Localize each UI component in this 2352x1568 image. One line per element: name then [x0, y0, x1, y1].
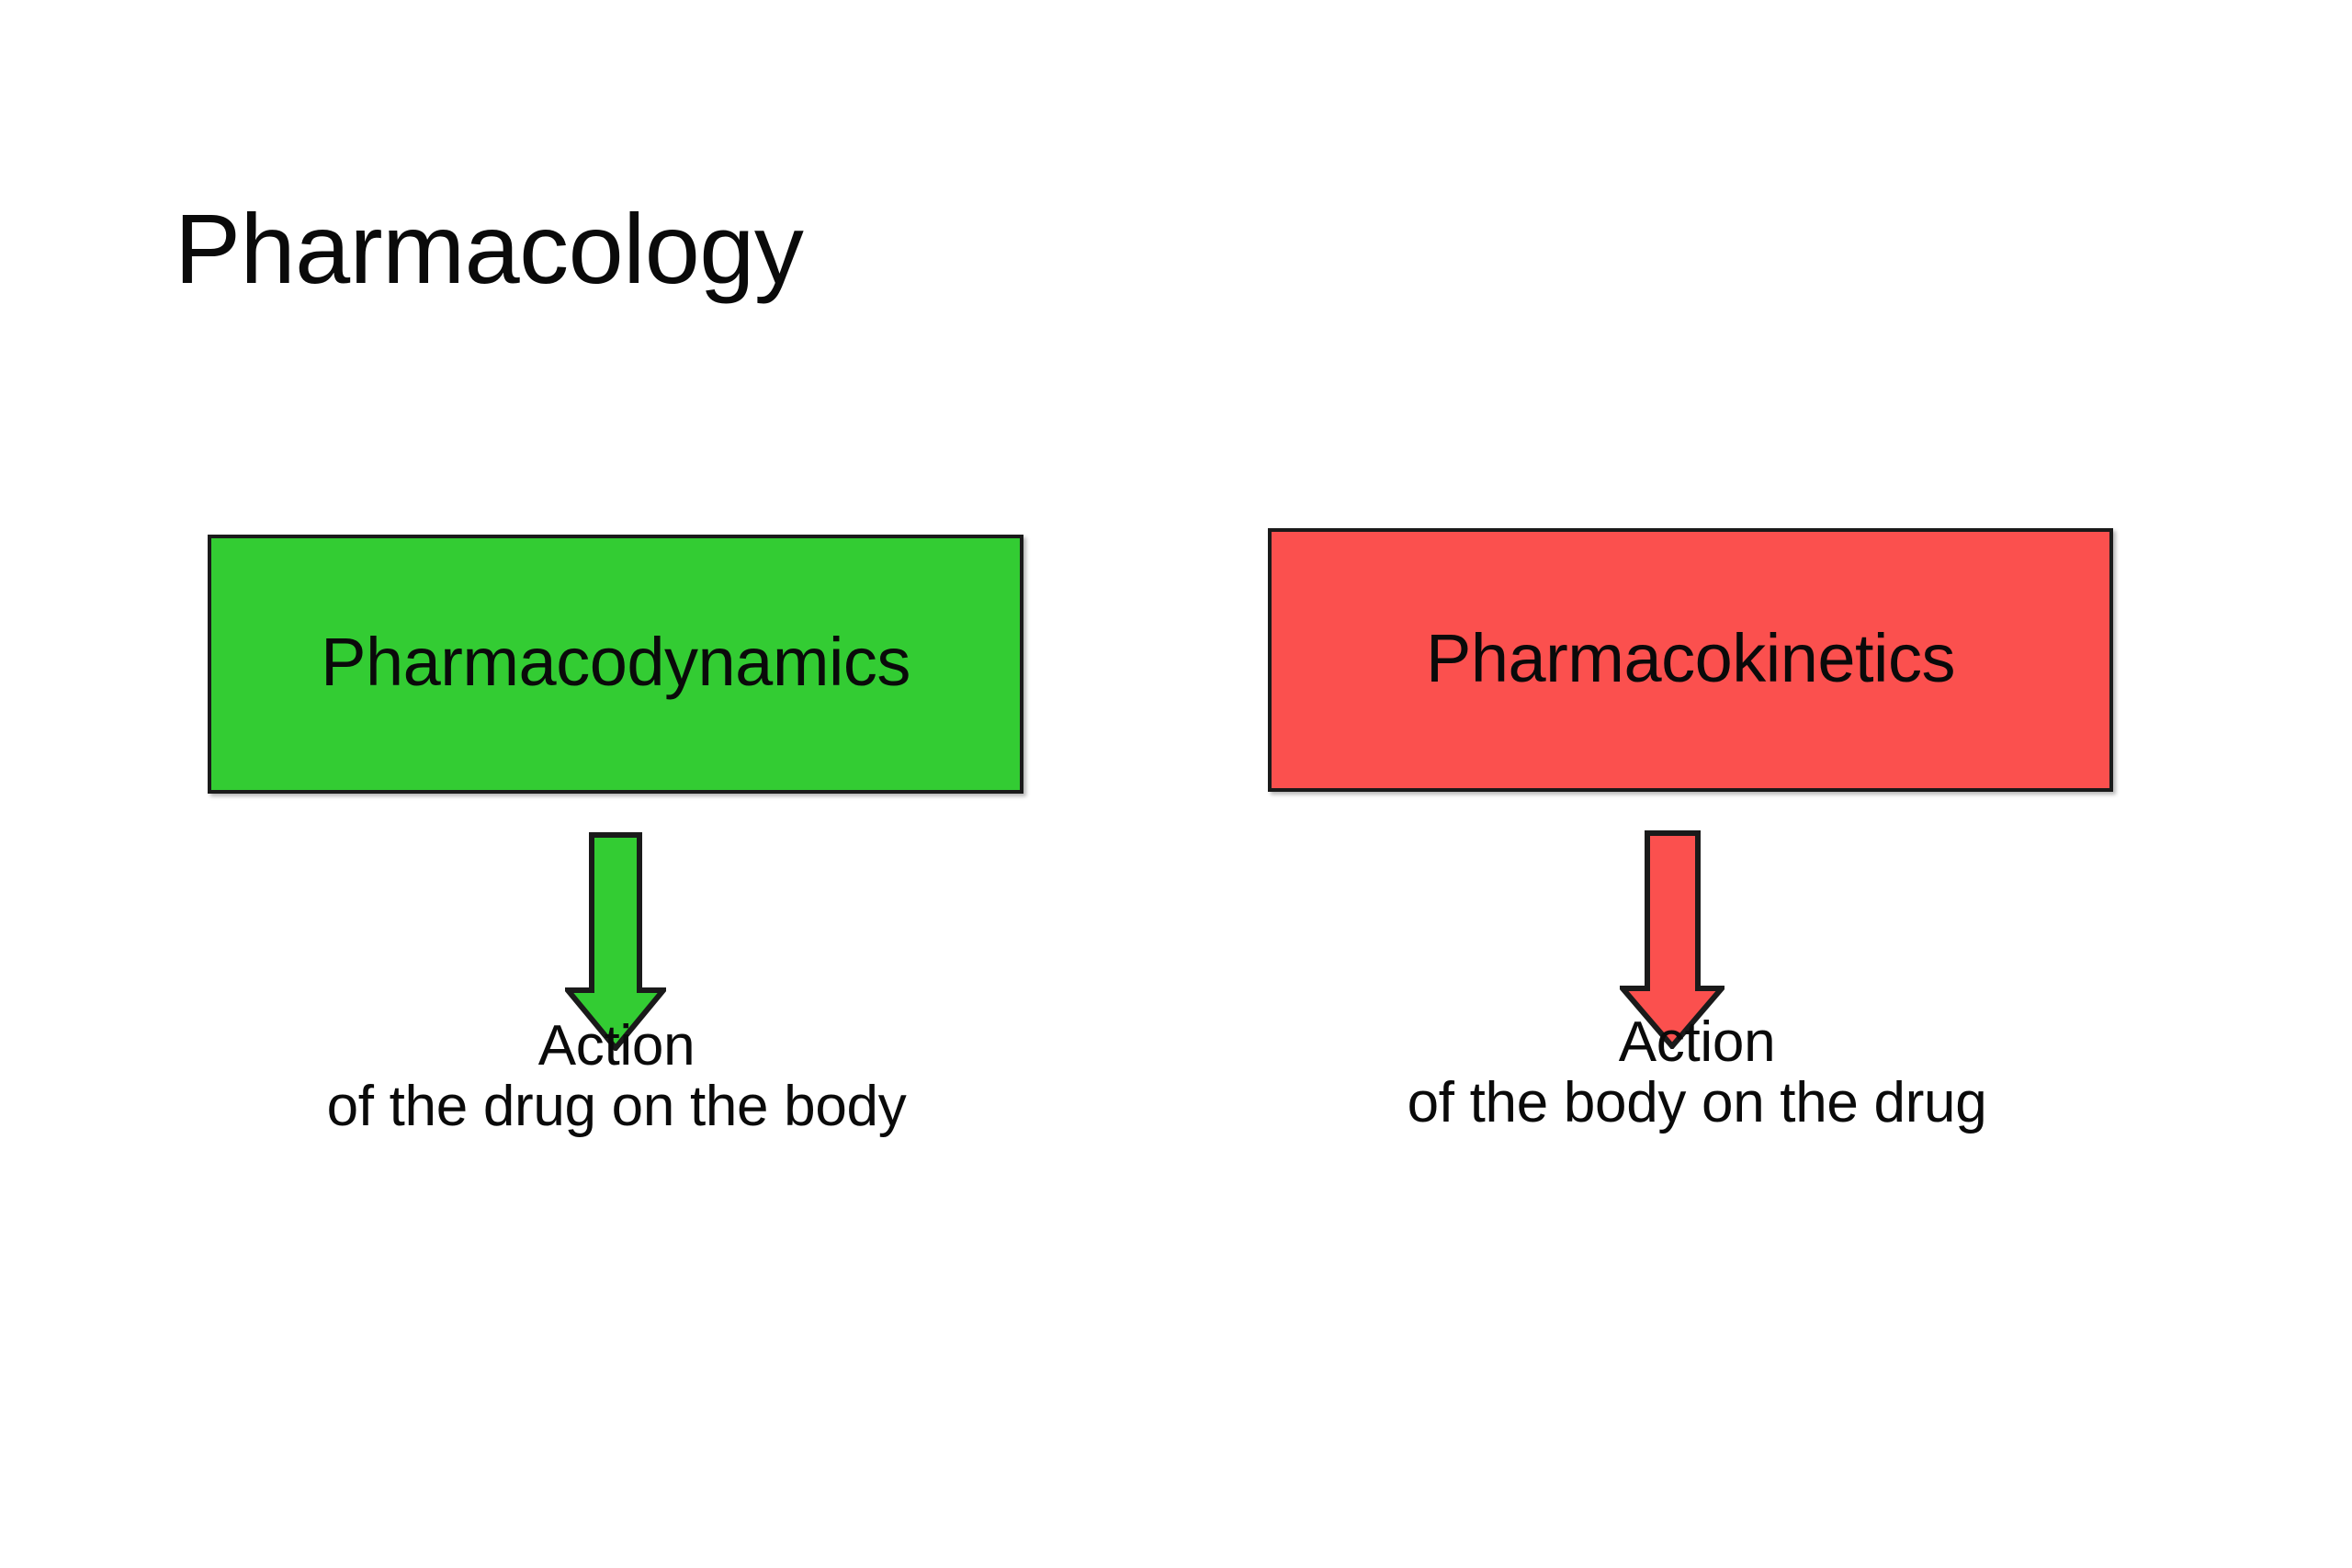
concept-box-label-pharmacokinetics: Pharmacokinetics	[1425, 619, 1956, 696]
caption-line-1-pharmacodynamics: Action	[537, 1014, 695, 1077]
branch-pharmacokinetics: Pharmacokinetics Action of the body on t…	[1268, 514, 2115, 1134]
concept-box-pharmacokinetics[interactable]: Pharmacokinetics	[1268, 528, 2113, 792]
concept-box-label-pharmacodynamics: Pharmacodynamics	[321, 624, 910, 700]
page-title: Pharmacology	[175, 193, 804, 305]
caption-pharmacokinetics: Action of the body on the drug	[1273, 1010, 2120, 1135]
caption-pharmacodynamics: Action of the drug on the body	[208, 1014, 1025, 1139]
caption-line-1-pharmacokinetics: Action	[1618, 1010, 1776, 1074]
arrow-container-pharmacokinetics	[1268, 792, 2115, 1049]
caption-line-2-pharmacodynamics: of the drug on the body	[326, 1075, 907, 1139]
arrow-container-pharmacodynamics	[208, 794, 1025, 1051]
concept-box-pharmacodynamics[interactable]: Pharmacodynamics	[208, 535, 1023, 794]
down-arrow-icon-pharmacodynamics	[565, 832, 666, 1051]
branch-pharmacodynamics: Pharmacodynamics Action of the drug on t…	[208, 514, 1025, 1138]
down-arrow-shape	[1620, 830, 1724, 1049]
down-arrow-icon-pharmacokinetics	[1620, 830, 1724, 1049]
down-arrow-shape	[565, 832, 666, 1051]
caption-line-2-pharmacokinetics: of the body on the drug	[1407, 1071, 1987, 1135]
